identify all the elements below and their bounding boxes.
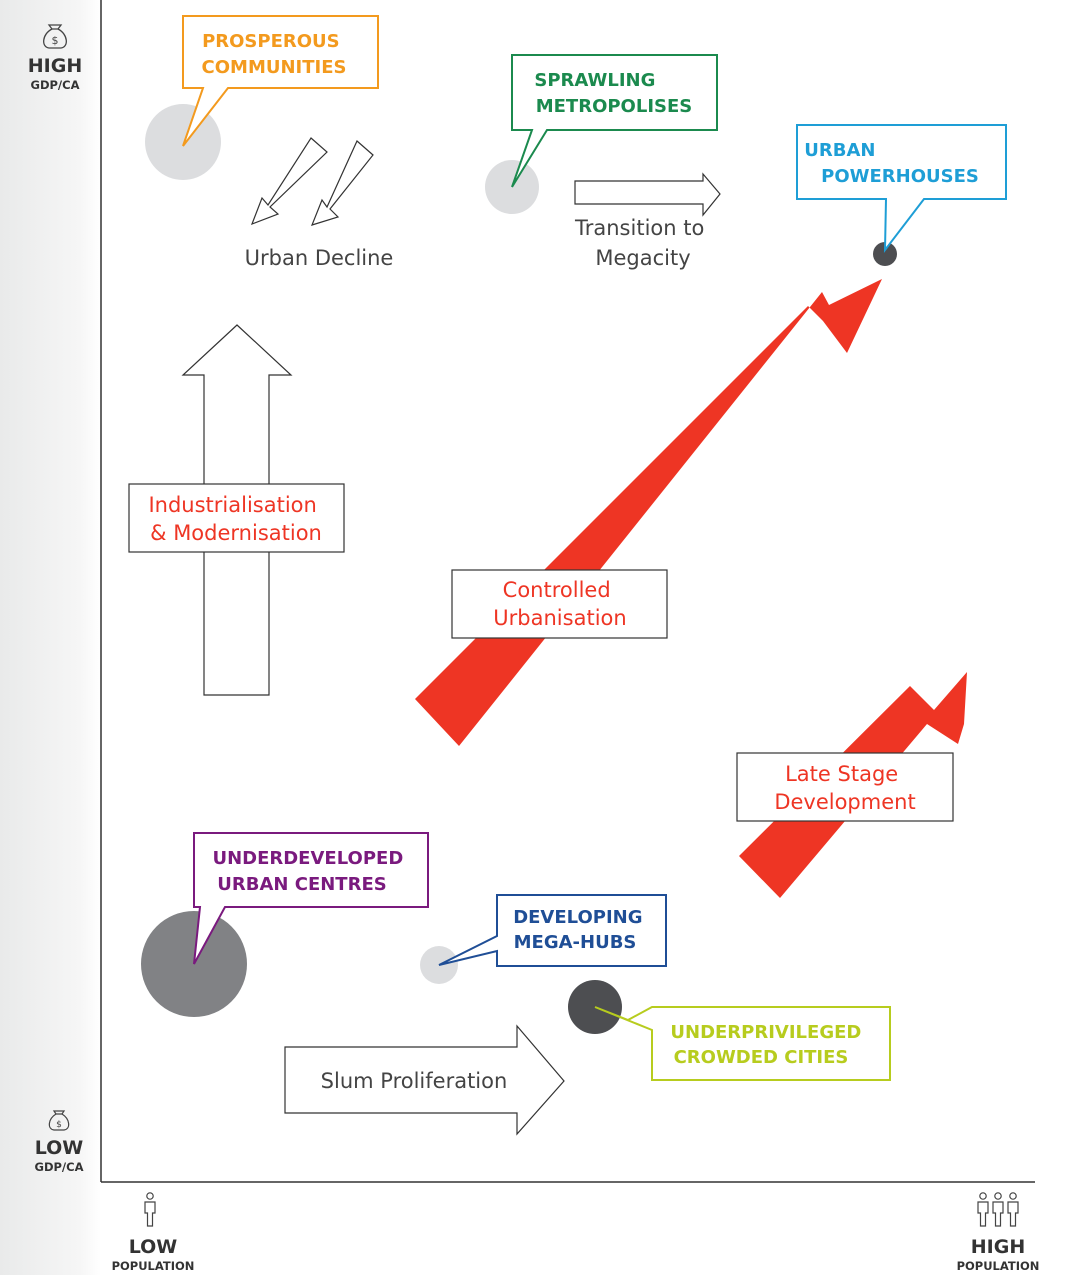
underdeveloped-urban-centres-label: UNDERDEVELOPED	[212, 848, 403, 869]
controlled-urbanisation-label-box	[451, 569, 668, 639]
sprawling-metropolises-callout: SPRAWLING METROPOLISES	[511, 54, 718, 188]
industrialisation-label: & Modernisation	[150, 521, 322, 545]
person-icon	[144, 1192, 156, 1227]
y-high-sublabel: GDP/CA	[31, 78, 80, 92]
urban-decline-arrow	[250, 137, 328, 226]
prosperous-communities-callout: PROSPEROUS COMMUNITIES	[182, 15, 379, 147]
controlled-urbanisation-label: Urbanisation	[493, 606, 626, 630]
group-of-people-icon	[977, 1192, 1019, 1227]
late-stage-development-label-box	[736, 752, 954, 822]
prosperous-communities-label: COMMUNITIES	[202, 57, 347, 78]
x-low-sublabel: POPULATION	[112, 1259, 195, 1273]
x-high-label: HIGH	[971, 1236, 1025, 1258]
urban-powerhouses-callout: URBAN POWERHOUSES	[796, 124, 1007, 254]
urban-powerhouses-label: POWERHOUSES	[821, 166, 979, 187]
underdeveloped-urban-centres-label: URBAN CENTRES	[217, 874, 386, 895]
underprivileged-crowded-cities-callout: UNDERPRIVILEGED CROWDED CITIES	[594, 1006, 891, 1081]
urban-decline-label: Urban Decline	[245, 246, 394, 270]
svg-text:Industrialisation & Modern: Industrialisation & Modernisation	[148, 493, 323, 545]
developing-mega-hubs-callout: DEVELOPING MEGA-HUBS	[438, 894, 667, 967]
transition-to-megacity-label: Megacity	[595, 246, 690, 270]
x-low-label: LOW	[129, 1236, 178, 1258]
money-bag-icon: $	[48, 1110, 70, 1131]
y-low-label: LOW	[35, 1137, 84, 1159]
late-stage-development-label: Late Stage	[785, 762, 898, 786]
developing-mega-hubs-label: MEGA-HUBS	[514, 932, 637, 953]
y-low-sublabel: GDP/CA	[35, 1160, 84, 1174]
controlled-urbanisation-label: Controlled	[503, 578, 611, 602]
sprawling-metropolises-label: SPRAWLING	[534, 70, 655, 91]
transition-to-megacity-arrow	[574, 172, 721, 217]
late-stage-development-label: Development	[774, 790, 915, 814]
svg-text:$: $	[56, 1120, 62, 1130]
x-high-sublabel: POPULATION	[957, 1259, 1040, 1273]
developing-mega-hubs-label: DEVELOPING	[513, 907, 642, 928]
industrialisation-label: Industrialisation	[148, 493, 316, 517]
svg-text:DEVELOPING MEGA-HUBS: DEVELOPING MEGA-HUBS	[513, 907, 649, 953]
urban-powerhouses-label: URBAN	[804, 140, 875, 161]
svg-text:Transition to Megacity: Transition to Megacity	[574, 216, 711, 270]
svg-text:Late Stage Development: Late Stage Development	[774, 762, 915, 814]
sprawling-metropolises-label: METROPOLISES	[536, 96, 693, 117]
slum-proliferation-label: Slum Proliferation	[321, 1069, 508, 1093]
underdeveloped-urban-centres-callout: UNDERDEVELOPED URBAN CENTRES	[193, 832, 429, 965]
urban-powerhouses-bubble	[873, 242, 897, 266]
underprivileged-crowded-cities-label: CROWDED CITIES	[674, 1047, 849, 1068]
money-bag-icon: $	[43, 24, 67, 49]
y-high-label: HIGH	[28, 55, 82, 77]
controlled-urbanisation-arrow	[415, 279, 882, 746]
prosperous-communities-label: PROSPEROUS	[202, 31, 340, 52]
urban-decline-arrow	[310, 140, 374, 226]
svg-text:Controlled Urbanisation: Controlled Urbanisation	[493, 578, 626, 630]
industrialisation-label-box	[128, 483, 345, 553]
transition-to-megacity-label: Transition to	[574, 216, 704, 240]
svg-text:UNDERPRIVILEGED CROWDED: UNDERPRIVILEGED CROWDED CITIES	[670, 1022, 867, 1068]
svg-text:UNDERDEVELOPED URBAN CEN: UNDERDEVELOPED URBAN CENTRES	[212, 848, 409, 895]
prosperous-communities-bubble	[145, 104, 221, 180]
svg-text:PROSPEROUS COMMUNITIES: PROSPEROUS COMMUNITIES	[202, 31, 347, 78]
svg-text:$: $	[52, 34, 59, 47]
svg-text:SPRAWLING METROPOLISES: SPRAWLING METROPOLISES	[534, 70, 692, 117]
underprivileged-crowded-cities-label: UNDERPRIVILEGED	[670, 1022, 861, 1043]
slum-proliferation-arrow	[284, 1024, 565, 1136]
svg-text:URBAN POWERHOUSES: URBAN POWERHOUSES	[804, 140, 979, 187]
